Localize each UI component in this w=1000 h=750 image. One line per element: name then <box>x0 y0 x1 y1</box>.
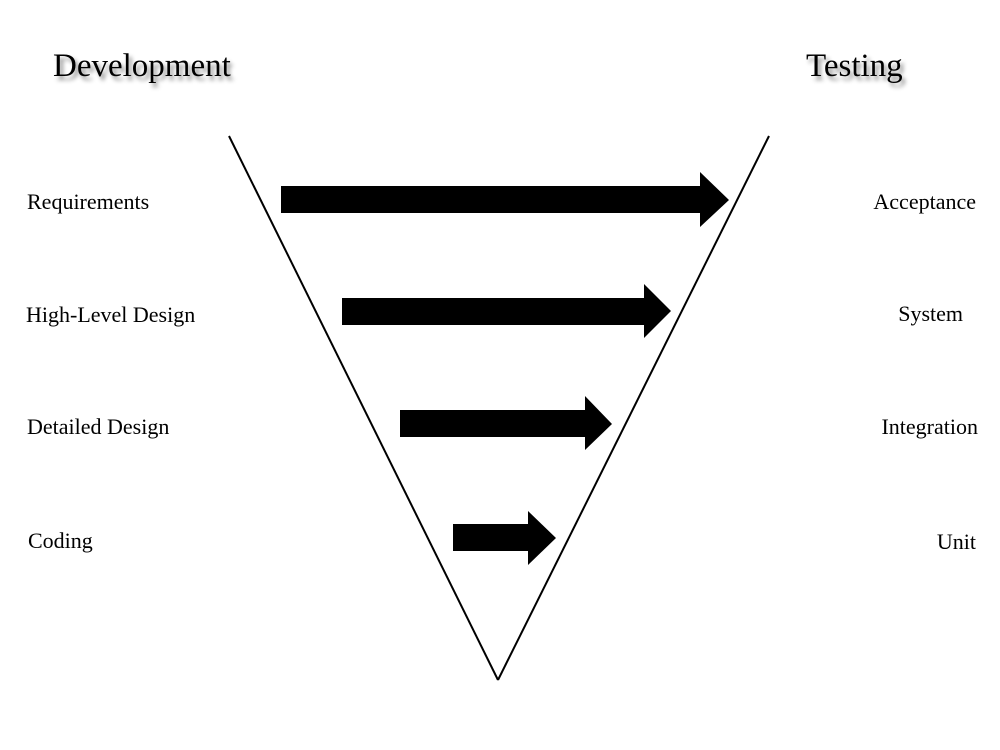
arrow-coding-unit <box>453 511 556 565</box>
phase-high-level-design: High-Level Design <box>26 302 196 327</box>
arrow-requirements-acceptance <box>281 172 729 227</box>
phase-detailed-design: Detailed Design <box>27 414 170 439</box>
phase-coding: Coding <box>28 528 93 553</box>
development-header: Development <box>53 48 231 84</box>
arrow-highlevel-system <box>342 284 671 338</box>
v-left-edge <box>228 135 499 681</box>
arrow-detailed-integration <box>400 396 612 450</box>
phase-requirements: Requirements <box>27 189 150 214</box>
test-unit: Unit <box>936 529 976 554</box>
test-acceptance: Acceptance <box>873 189 976 214</box>
test-system: System <box>898 301 963 326</box>
v-right-edge <box>497 135 770 681</box>
test-integration: Integration <box>881 414 978 439</box>
testing-header: Testing <box>806 48 903 84</box>
